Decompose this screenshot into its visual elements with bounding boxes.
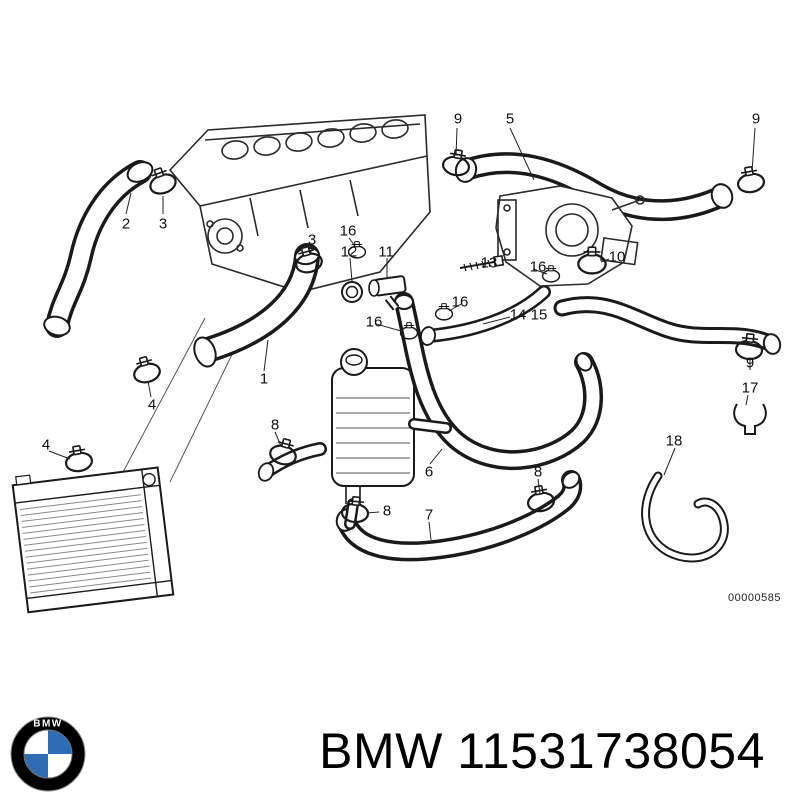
bmw-logo-text: BMW: [33, 719, 63, 730]
bmw-logo-icon: BMW: [8, 712, 88, 792]
callout-14: 14: [509, 306, 527, 324]
radiator-drawing: [11, 466, 175, 614]
clip-17-drawing: [733, 403, 767, 435]
strap-18-drawing: [641, 471, 729, 563]
throttle-body-drawing: [495, 185, 645, 287]
callout-8: 8: [533, 463, 543, 481]
callout-4: 4: [41, 436, 51, 454]
callout-3: 3: [158, 215, 168, 233]
footer: BMW BMW 11531738054: [0, 700, 800, 800]
part-number-text: 11531738054: [457, 723, 765, 779]
callout-9: 9: [453, 110, 463, 128]
small-fittings-drawing: [341, 254, 505, 311]
callout-12: 12: [340, 243, 358, 261]
expansion-tank-drawing: [331, 348, 415, 504]
callout-10: 10: [608, 248, 626, 266]
part-number-line: BMW 11531738054: [290, 722, 794, 780]
callout-4: 4: [147, 396, 157, 414]
guide-lines: [121, 317, 241, 483]
callout-15: 15: [530, 306, 548, 324]
callout-1: 1: [259, 370, 269, 388]
callout-16: 16: [365, 313, 383, 331]
callout-6: 6: [424, 463, 434, 481]
callout-11: 11: [378, 243, 394, 261]
brand-text: BMW: [319, 723, 443, 779]
engine-drawing: [168, 114, 431, 293]
hoses-drawing: [43, 152, 782, 562]
callout-9: 9: [751, 110, 761, 128]
callout-9: 9: [745, 354, 755, 372]
cooling-hoses-diagram: [11, 114, 782, 614]
callout-16: 16: [529, 258, 547, 276]
callout-5: 5: [505, 110, 515, 128]
callout-7: 7: [424, 506, 434, 524]
leader-lines: [48, 127, 756, 541]
diagram-code: 00000585: [728, 592, 781, 604]
callout-8: 8: [382, 502, 392, 520]
callout-16: 16: [339, 222, 357, 240]
callout-2: 2: [121, 215, 131, 233]
callout-8: 8: [270, 416, 280, 434]
callout-17: 17: [741, 379, 759, 397]
callout-3: 3: [307, 231, 317, 249]
callout-18: 18: [665, 432, 683, 450]
callout-16: 16: [451, 293, 469, 311]
callout-13: 13: [480, 254, 498, 272]
